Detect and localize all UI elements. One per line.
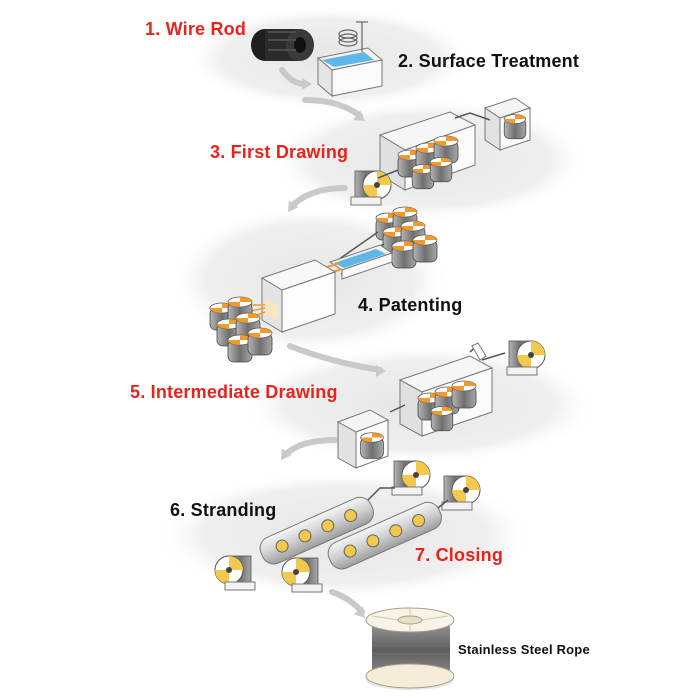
step-6-label: 6. Stranding [170,500,276,521]
step-2-label: 2. Surface Treatment [398,51,579,72]
step-3-label: 3. First Drawing [210,142,348,163]
product-label: Stainless Steel Rope [458,642,590,657]
step-7-label: 7. Closing [415,545,503,566]
rope-reel [366,608,454,690]
step-5-label: 5. Intermediate Drawing [130,382,338,403]
step-1-label: 1. Wire Rod [145,19,246,40]
wire-rod-coil [251,29,314,61]
step-4-label: 4. Patenting [358,295,462,316]
